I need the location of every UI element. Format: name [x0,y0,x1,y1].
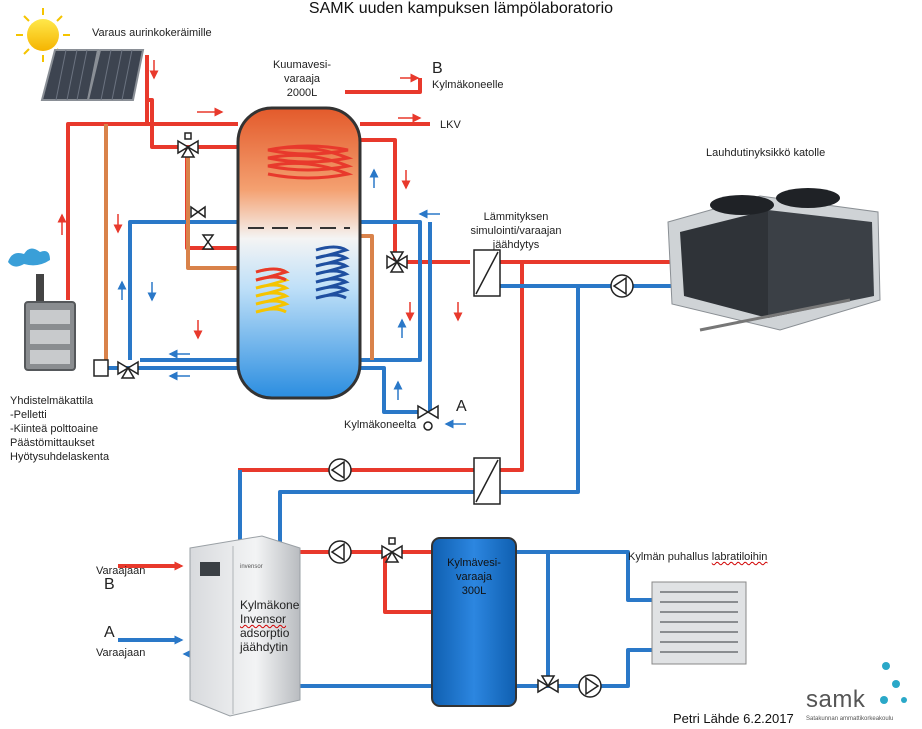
heating-sim-label: Lämmityksen simulointi/varaajan jäähdyty… [470,211,562,251]
hot-tank-label: Kuumavesi- varaaja 2000L [272,59,332,99]
solar-collector-icon [40,49,145,101]
chiller-label: Kylmäkone Invensor adsorptio jäähdytin [240,598,300,654]
three-way-valve-icon [177,132,199,158]
to-tank-label-bottom: Varaajaan [96,647,146,659]
author-signature: Petri Lähde 6.2.2017 [673,711,794,726]
heat-exchanger-icon [473,249,501,297]
cold-pipes [102,220,672,688]
solar-reserve-label: Varaus aurinkokeräimille [92,27,212,39]
three-way-valve-icon [537,675,559,694]
cold-blow-label: Kylmän puhallus labratiloihin [628,551,768,563]
to-chiller-label: Kylmäkoneelle [432,79,504,91]
samk-logo-subtitle: Satakunnan ammattikorkeakoulu [806,716,894,722]
samk-logo-text: samk [806,686,866,713]
connection-b-left: B [104,576,115,593]
cold-tank-label: Kylmävesi- varaaja 300L [447,557,501,597]
chiller-brand: invensor [240,564,263,570]
page-title: SAMK uuden kampuksen lämpölaboratorio [308,0,614,17]
from-chiller-label: Kylmäkoneelta [344,419,417,431]
boiler-label: Yhdistelmäkattila -Pelletti -Kiinteä pol… [10,395,110,463]
three-way-valve-icon [381,537,403,563]
pump-icon [328,540,352,564]
check-valve-icon [201,234,215,250]
connection-a-left: A [104,624,115,641]
condenser-unit-icon [667,188,881,332]
lkv-label: LKV [440,119,461,131]
condenser-label: Lauhdutinyksikkö katolle [706,147,826,159]
samk-logo-icon [880,662,907,704]
three-way-valve-icon [386,251,408,273]
pump-icon [578,674,602,698]
sensor-box-icon [93,359,109,377]
connection-a-right: A [456,398,467,415]
check-valve-icon [190,205,206,219]
three-way-valve-icon [417,404,439,431]
pump-icon [328,458,352,482]
boiler-icon [8,248,76,371]
heat-exchanger-icon [473,457,501,505]
chiller-unit-icon [189,535,301,717]
pump-icon [610,274,634,298]
hot-water-tank [236,106,362,400]
sun-icon [16,8,70,62]
cold-water-tank [431,537,517,707]
connection-b-top: B [432,60,443,77]
fan-coil-icon [651,581,747,665]
three-way-valve-icon [117,360,139,379]
to-tank-label-top: Varaajaan [96,565,146,577]
